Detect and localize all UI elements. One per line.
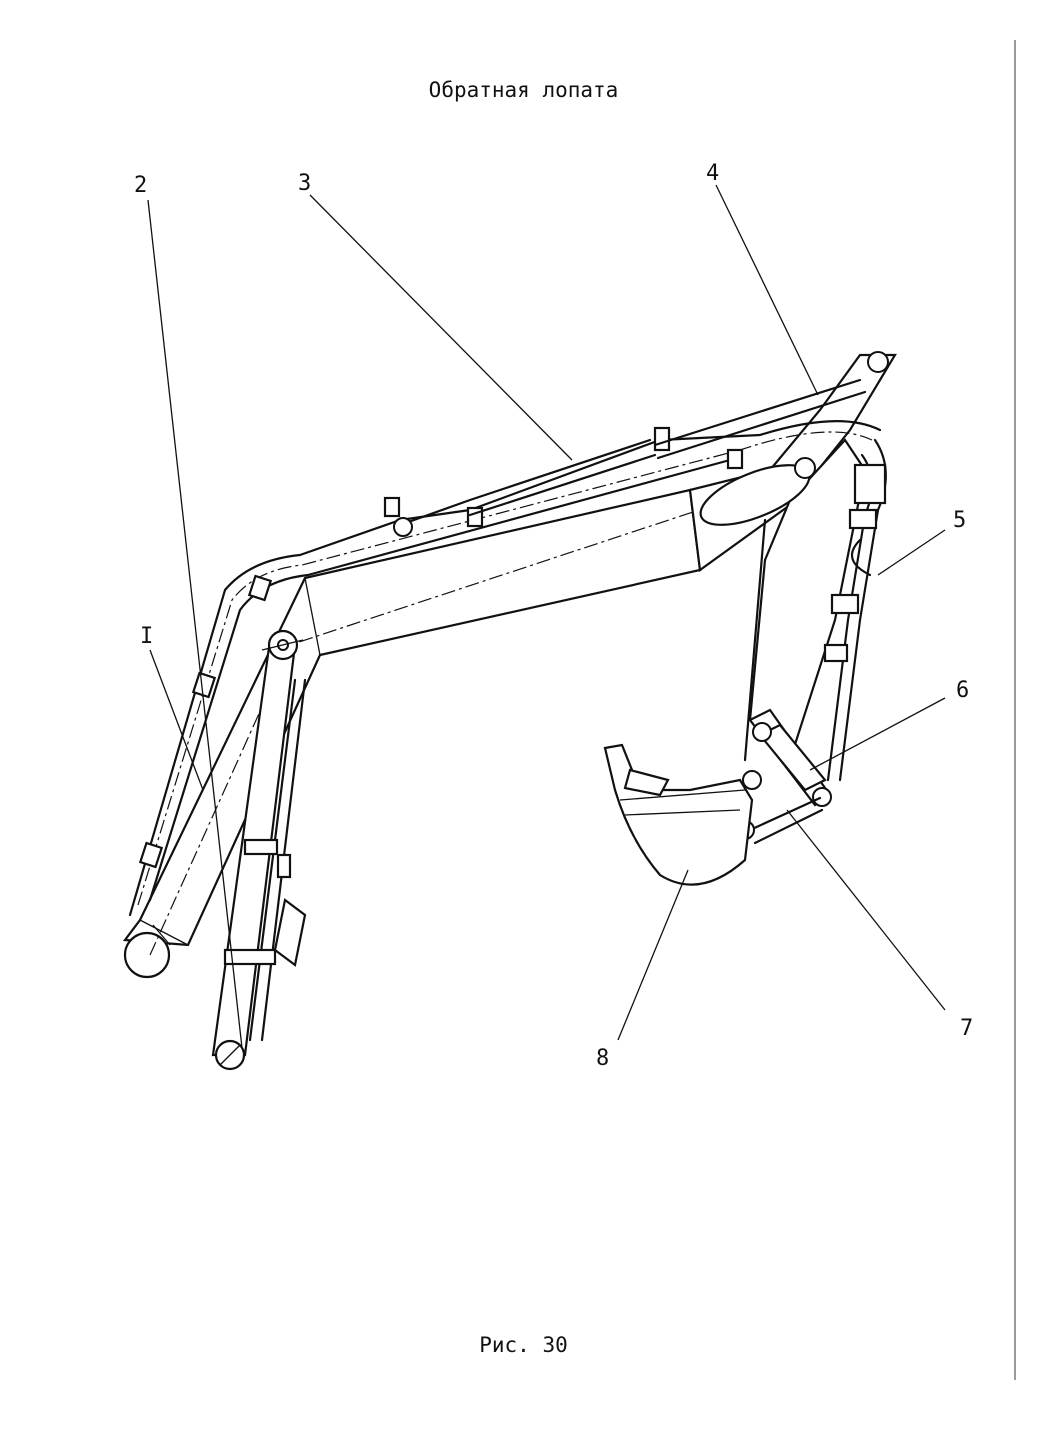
bucket-cylinder-top (393, 378, 867, 537)
callout-1: I (140, 624, 153, 649)
callout-4: 4 (706, 161, 719, 186)
callout-8: 8 (596, 1046, 609, 1071)
bucket-linkage (735, 708, 832, 845)
boom-cylinder (211, 629, 307, 1071)
leader-lines (147, 184, 946, 1049)
callout-5: 5 (953, 508, 966, 533)
boom (122, 479, 791, 979)
callout-3: 3 (298, 171, 311, 196)
figure-title: Обратная лопата (428, 78, 619, 102)
callout-labels: I 2 3 4 5 6 7 8 (134, 161, 973, 1071)
callout-2: 2 (134, 173, 147, 198)
stick-cylinder (823, 438, 887, 782)
bucket (603, 743, 762, 886)
page-edge-line (1014, 40, 1016, 1380)
callout-6: 6 (956, 678, 969, 703)
callout-7: 7 (960, 1016, 973, 1041)
figure-caption: Рис. 30 (479, 1333, 568, 1357)
stick (688, 351, 897, 763)
